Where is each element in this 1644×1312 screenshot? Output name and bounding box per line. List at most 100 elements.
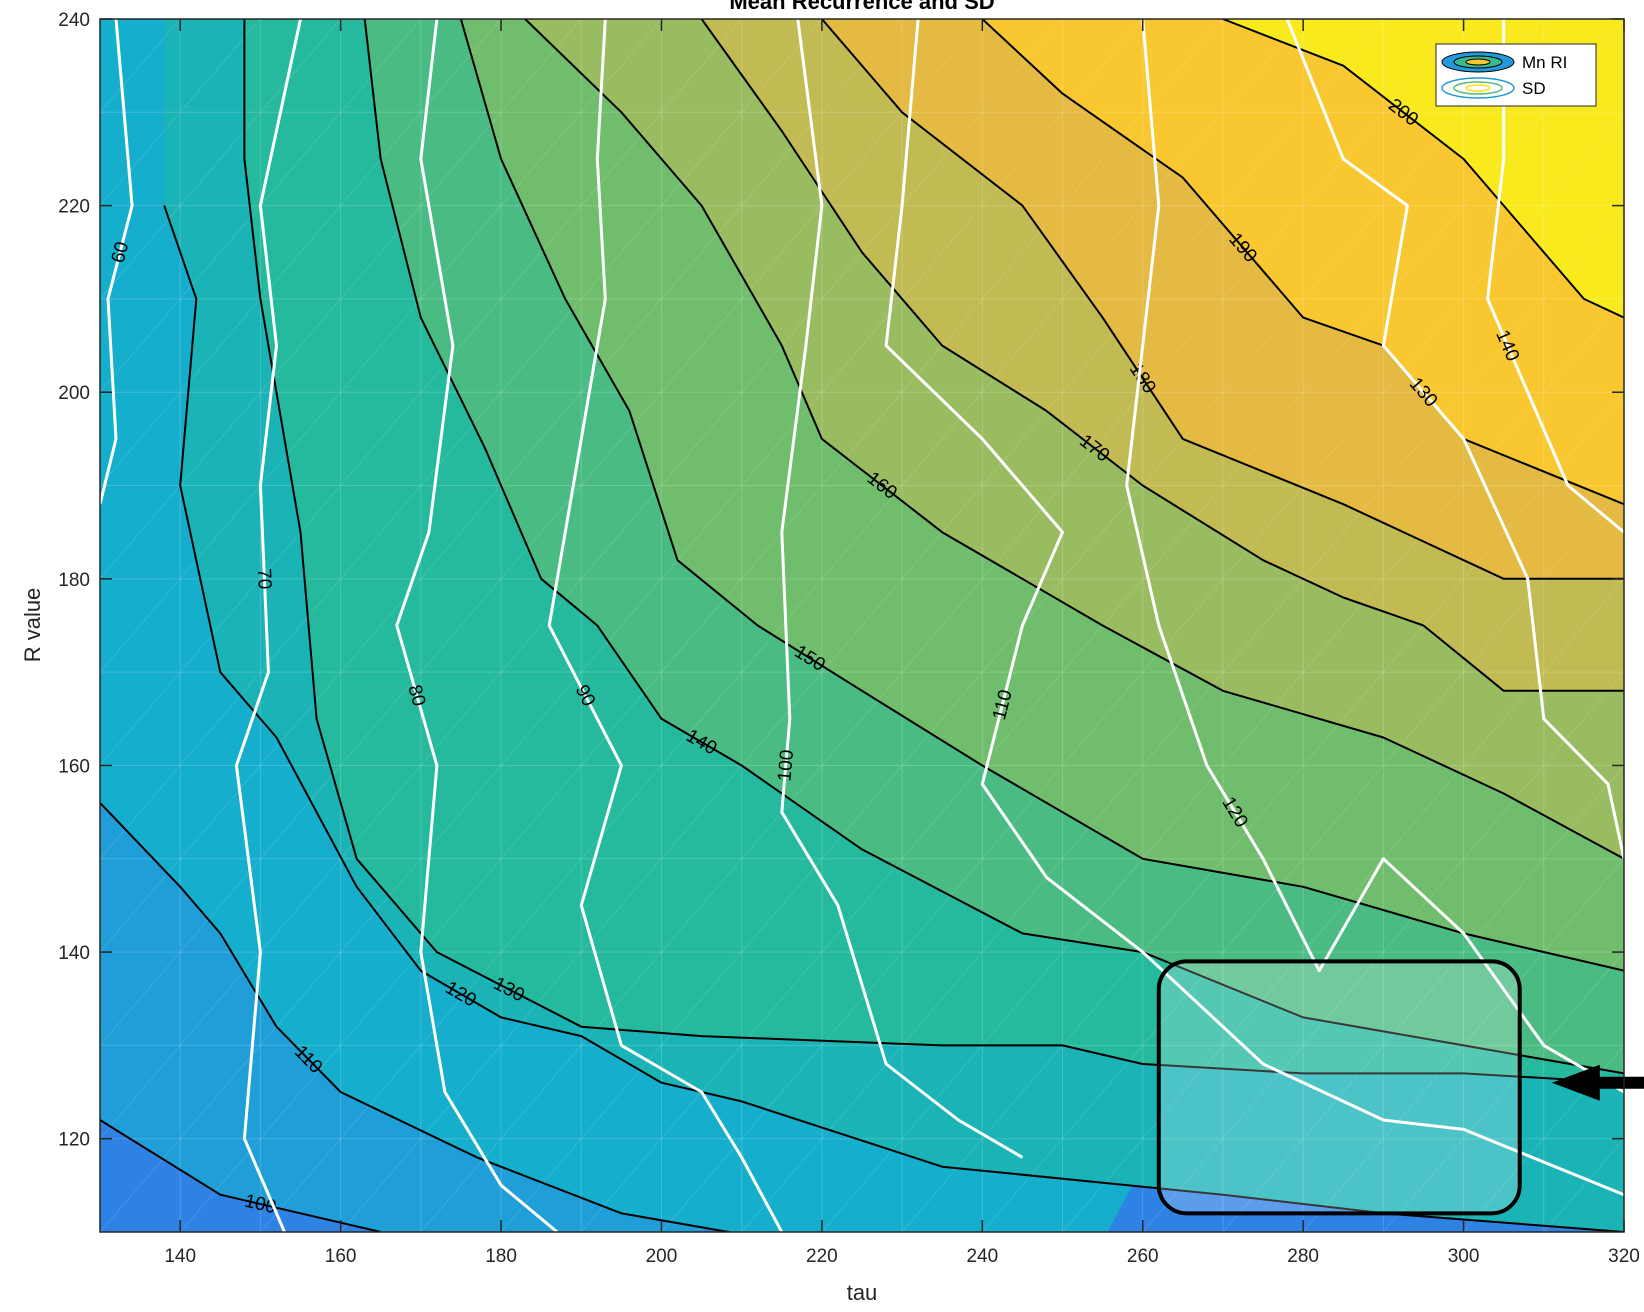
mesh-line	[260, 1045, 342, 1140]
mesh-line	[260, 765, 342, 860]
legend-label-sd: SD	[1522, 79, 1546, 98]
mesh-line	[1382, 671, 1464, 766]
x-tick-label: 280	[1287, 1246, 1319, 1267]
mn-ri-line-160	[524, 19, 1624, 860]
mesh-line	[500, 298, 582, 393]
mesh-line	[260, 1138, 342, 1232]
mesh-line	[901, 765, 983, 860]
mesh-line	[821, 1045, 903, 1140]
mesh-line	[580, 391, 662, 486]
mesh-line	[100, 1045, 181, 1140]
annotation-layer	[1156, 959, 1644, 1216]
mesh-line	[1302, 1138, 1384, 1232]
mesh-line	[1142, 858, 1224, 953]
mesh-line	[260, 391, 342, 486]
mesh-line	[901, 671, 983, 766]
sd-line-120	[1125, 19, 1624, 1094]
mesh-line	[661, 1138, 743, 1232]
mesh-line	[179, 765, 261, 860]
mesh-line	[1382, 1045, 1464, 1140]
plot-frame	[99, 18, 1625, 1233]
mesh-line	[981, 671, 1063, 766]
mesh-line	[1142, 1138, 1224, 1232]
y-tick-label: 200	[58, 383, 90, 404]
mesh-line	[1222, 298, 1304, 393]
y-tick-label: 120	[58, 1130, 90, 1151]
legend-label-mn-ri: Mn RI	[1522, 53, 1567, 72]
mesh-line	[1382, 205, 1464, 300]
mesh-line	[260, 578, 342, 673]
mesh-line	[100, 485, 181, 580]
mesh-line	[500, 578, 582, 673]
mesh-line	[1382, 111, 1464, 206]
sd-line-70	[234, 19, 302, 1232]
sd-label-60: 60	[108, 240, 134, 266]
mesh-line	[1142, 298, 1224, 393]
mesh-line	[179, 578, 261, 673]
x-tick-label: 140	[164, 1246, 196, 1267]
mesh-line	[500, 765, 582, 860]
mesh-line	[1302, 858, 1384, 953]
mesh-line	[420, 765, 502, 860]
mesh-line	[1543, 858, 1624, 953]
x-tick-label: 220	[806, 1246, 838, 1267]
mn-ri-line-200	[1222, 19, 1624, 319]
mesh-line	[260, 951, 342, 1046]
sd-line-90	[547, 19, 784, 1232]
mesh-line	[1222, 858, 1304, 953]
mesh-line	[179, 858, 261, 953]
mesh-line	[1543, 391, 1624, 486]
mesh-line	[1382, 485, 1464, 580]
highlight-box	[1156, 959, 1522, 1216]
mesh-line	[1463, 205, 1545, 300]
mesh-line	[580, 298, 662, 393]
mesh-line	[500, 391, 582, 486]
mesh-line	[260, 671, 342, 766]
mesh-line	[1062, 205, 1144, 300]
mesh-line	[580, 111, 662, 206]
mesh-line	[580, 858, 662, 953]
mesh-line	[1543, 578, 1624, 673]
mesh-line	[1543, 671, 1624, 766]
mesh-line	[661, 951, 743, 1046]
mesh-line	[821, 671, 903, 766]
mesh-line	[340, 298, 422, 393]
mesh-line	[981, 765, 1063, 860]
sd-line-140	[1486, 19, 1624, 534]
mesh-line	[1302, 485, 1384, 580]
mesh-line	[1222, 1045, 1304, 1140]
mesh-line	[1142, 765, 1224, 860]
mesh-line	[340, 1045, 422, 1140]
mesh-line	[1222, 19, 1304, 113]
mesh-line	[1302, 1045, 1384, 1140]
mesh-line	[741, 1138, 823, 1232]
mesh-line	[1222, 485, 1304, 580]
mesh-line	[661, 111, 743, 206]
mn-ri-line-150	[459, 19, 1624, 972]
mesh-line	[1382, 19, 1464, 113]
mesh-line	[1382, 765, 1464, 860]
mesh-line	[179, 111, 261, 206]
mesh-line	[741, 671, 823, 766]
mesh-line	[340, 1138, 422, 1232]
mesh-line	[580, 19, 662, 113]
mesh-line	[661, 485, 743, 580]
mesh-line	[1062, 391, 1144, 486]
legend-swatch-mn-ri-core	[1465, 58, 1491, 66]
mesh-line	[1302, 951, 1384, 1046]
mesh-line	[500, 1138, 582, 1232]
x-tick-label: 180	[485, 1246, 517, 1267]
mesh-line	[1382, 951, 1464, 1046]
mesh-line	[580, 765, 662, 860]
sd-line-130	[1285, 19, 1624, 860]
contour-fill-layer	[100, 19, 1624, 1232]
mesh-line	[981, 391, 1063, 486]
mesh-line	[1142, 485, 1224, 580]
mesh-line	[1463, 671, 1545, 766]
mesh-line	[981, 1138, 1063, 1232]
mn-ri-line-120	[163, 205, 1624, 1232]
mesh-line	[179, 391, 261, 486]
mesh-line	[100, 858, 181, 953]
mesh-line	[981, 858, 1063, 953]
mesh-line	[420, 1045, 502, 1140]
